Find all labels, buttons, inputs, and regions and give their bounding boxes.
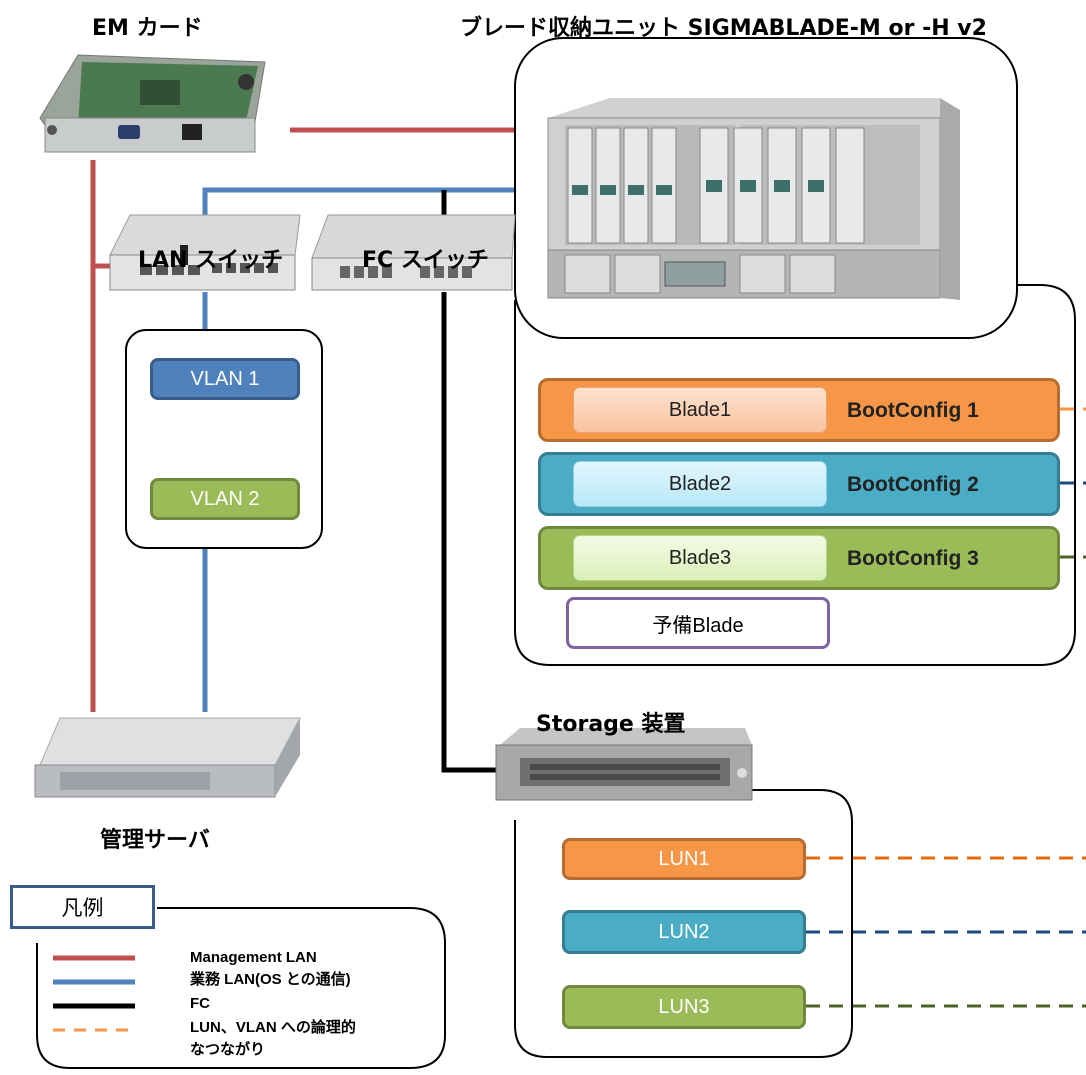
fc-switch-title: FC スイッチ: [362, 248, 489, 273]
legend: [36, 907, 446, 1069]
blade-row-2: Blade2 BootConfig 2: [538, 452, 1060, 516]
lun-2-box: LUN2: [562, 910, 806, 954]
blade-row-3: Blade3 BootConfig 3: [538, 526, 1060, 590]
vlan-2-box: VLAN 2: [150, 478, 300, 520]
enclosure-title: ブレード収納ユニット SIGMABLADE-M or -H v2: [460, 16, 987, 41]
legend-label-business-lan: 業務 LAN(OS との通信): [190, 971, 351, 988]
legend-label-logical: LUN、VLAN への論理的: [190, 1019, 356, 1036]
lun-3-box: LUN3: [562, 985, 806, 1029]
business-lan-switch-to-enclosure: [202, 187, 520, 215]
lan-switch-image: [109, 214, 301, 291]
server-image: [34, 717, 301, 798]
blade-enclosure-image: [547, 98, 960, 300]
mgmt-server-title: 管理サーバ: [100, 828, 210, 853]
boot-config-1-label: BootConfig 1: [847, 399, 979, 422]
fc-switch-image: [311, 214, 516, 291]
blade-1-label: Blade1: [573, 387, 827, 433]
lan-switch-title: LAN スイッチ: [138, 248, 284, 273]
blade-3-label: Blade3: [573, 535, 827, 581]
boot-config-2-label: BootConfig 2: [847, 473, 979, 496]
blade-slot-container: [514, 284, 1076, 666]
lun-1-box: LUN1: [562, 838, 806, 880]
vlan-1-box: VLAN 1: [150, 358, 300, 400]
legend-label-logical-cont: なつながり: [190, 1041, 266, 1058]
legend-label-mgmt-lan: Management LAN: [190, 949, 317, 966]
em-card-title: EM カード: [92, 16, 203, 41]
spare-blade-box: 予備Blade: [566, 597, 830, 649]
lun-container: [514, 789, 853, 1058]
storage-image: [495, 728, 753, 801]
em-card-image: [39, 54, 266, 153]
legend-title: 凡例: [10, 885, 155, 929]
blade-row-1: Blade1 BootConfig 1: [538, 378, 1060, 442]
boot-config-3-label: BootConfig 3: [847, 547, 979, 570]
storage-title: Storage 装置: [536, 712, 686, 737]
fc-switch-to-storage: [441, 292, 500, 773]
blade-2-label: Blade2: [573, 461, 827, 507]
legend-frame: [36, 907, 446, 1069]
legend-label-fc: FC: [190, 995, 210, 1012]
